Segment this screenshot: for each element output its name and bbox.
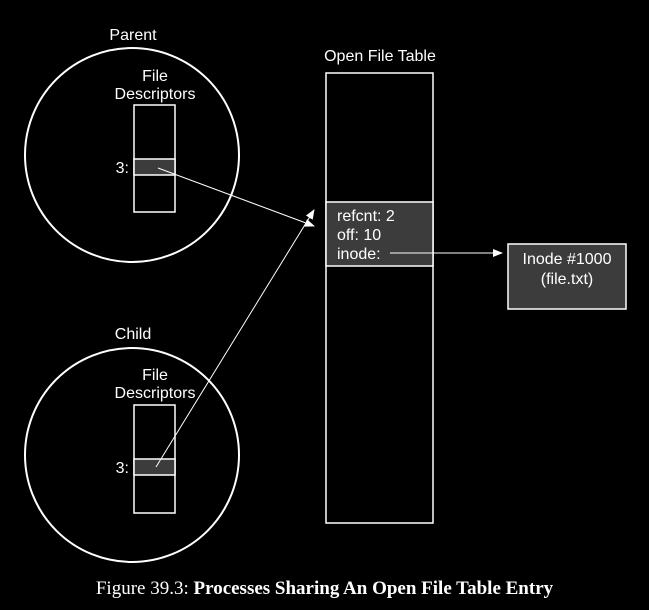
parent-process: Parent File Descriptors 3:	[24, 27, 240, 263]
inode: Inode #1000 (file.txt)	[507, 243, 627, 310]
parent-title: Parent	[109, 27, 157, 44]
open-file-table-title: Open File Table	[324, 48, 436, 65]
child-title: Child	[115, 326, 151, 343]
figure-caption: Figure 39.3: Processes Sharing An Open F…	[0, 578, 649, 600]
child-circle	[24, 347, 240, 563]
open-file-table: Open File Table refcnt: 2 off: 10 inode:	[324, 48, 436, 524]
child-process: Child File Descriptors 3:	[24, 326, 240, 563]
inode-label-line2: (file.txt)	[541, 271, 593, 288]
parent-fd-slot-3	[133, 158, 176, 176]
file-sharing-diagram: Parent File Descriptors 3: Child File De…	[24, 27, 627, 563]
inode-label-line1: Inode #1000	[523, 251, 612, 268]
parent-fd-label-line1: File	[142, 68, 168, 85]
inode-box	[507, 243, 627, 310]
child-fd-index: 3:	[116, 460, 129, 477]
open-file-table-box	[325, 72, 434, 524]
entry-inode: inode:	[337, 246, 381, 263]
child-fd-label-line1: File	[142, 367, 168, 384]
parent-circle	[24, 47, 240, 263]
caption-prefix: Figure 39.3:	[95, 578, 194, 599]
child-fd-slot-3	[133, 458, 176, 476]
entry-refcnt: refcnt: 2	[337, 208, 395, 225]
parent-fd-to-entry-arrow	[157, 167, 315, 227]
entry-offset: off: 10	[337, 227, 381, 244]
child-fd-to-entry-arrow	[155, 209, 315, 468]
parent-fd-label-line2: Descriptors	[115, 86, 196, 103]
open-file-table-entry	[325, 201, 434, 267]
parent-fd-index: 3:	[116, 160, 129, 177]
caption-title: Processes Sharing An Open File Table Ent…	[193, 578, 554, 599]
child-fd-label-line2: Descriptors	[115, 385, 196, 402]
